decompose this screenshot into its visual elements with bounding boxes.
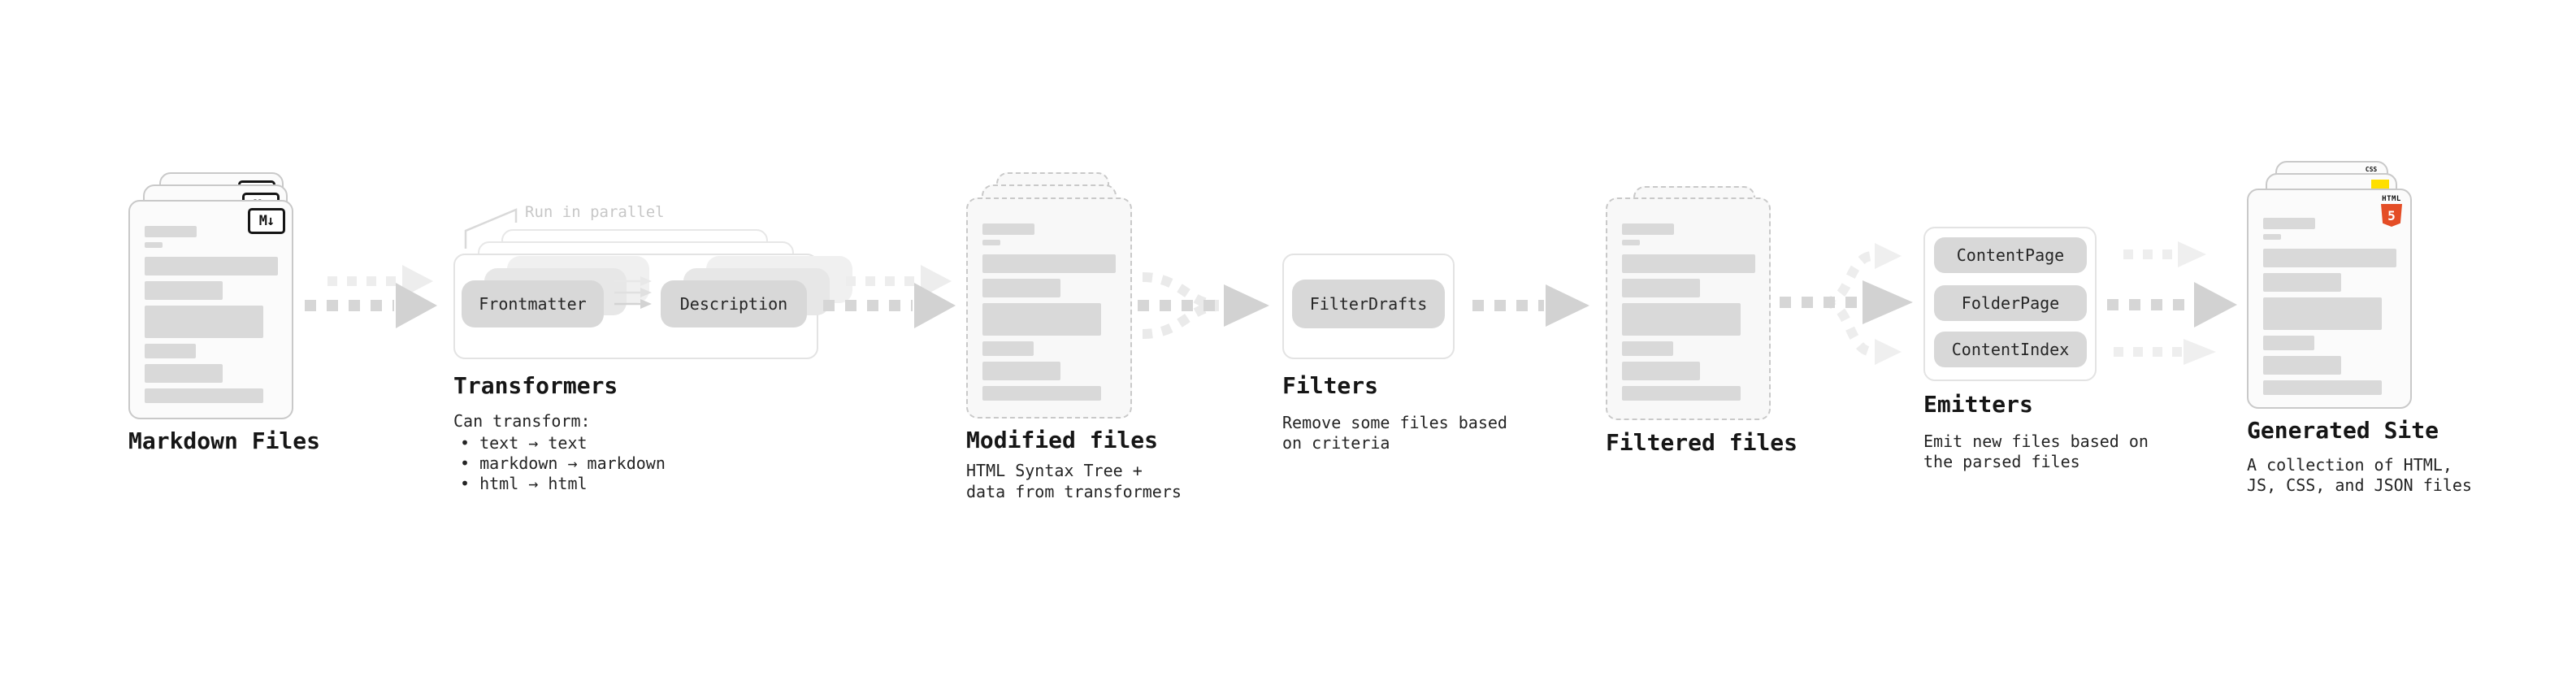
document-skeleton xyxy=(145,226,278,403)
skeleton-bar xyxy=(982,223,1034,235)
skeleton-bar xyxy=(2263,218,2315,229)
skeleton-bar xyxy=(145,306,263,338)
emitter-pill-contentpage: ContentPage xyxy=(1934,237,2087,273)
skeleton-bar xyxy=(982,254,1116,273)
desc-line: data from transformers xyxy=(966,482,1182,501)
desc-line: the parsed files xyxy=(1923,452,2080,471)
desc-line: JS, CSS, and JSON files xyxy=(2247,475,2472,495)
parallel-arrows-icon xyxy=(614,276,652,309)
modified-files-desc: HTML Syntax Tree + data from transformer… xyxy=(966,460,1182,502)
desc-line: Emit new files based on xyxy=(1923,432,2149,451)
skeleton-bar xyxy=(145,242,163,248)
note-leader-line xyxy=(464,208,518,249)
document-skeleton xyxy=(2263,218,2396,395)
skeleton-bar xyxy=(145,364,223,383)
run-in-parallel-note: Run in parallel xyxy=(525,203,665,221)
skeleton-bar xyxy=(145,344,196,358)
skeleton-bar xyxy=(1622,362,1700,380)
skeleton-bar xyxy=(1622,240,1640,245)
skeleton-bar xyxy=(982,362,1060,380)
desc-line: Remove some files based xyxy=(1282,413,1507,432)
modified-doc-front xyxy=(966,197,1132,419)
transformer-pill-frontmatter: Frontmatter xyxy=(462,280,604,327)
skeleton-bar xyxy=(2263,297,2382,330)
parallel-flow-arrows-icon xyxy=(2107,241,2237,365)
skeleton-bar xyxy=(2263,336,2314,350)
filter-pill-filterdrafts: FilterDrafts xyxy=(1292,280,1445,328)
site-doc-html: HTML 5 xyxy=(2247,189,2412,409)
flow-arrow-icon xyxy=(305,265,437,328)
filters-desc: Remove some files based on criteria xyxy=(1282,413,1507,453)
skeleton-bar xyxy=(1622,279,1700,297)
skeleton-bar xyxy=(145,226,197,237)
filtered-doc-front xyxy=(1606,197,1771,420)
html5-shield: 5 xyxy=(2381,204,2402,227)
skeleton-bar xyxy=(1622,254,1755,273)
js-badge-icon xyxy=(2371,180,2389,189)
flow-arrow-icon xyxy=(1472,284,1589,327)
transformers-desc-title: Can transform: xyxy=(453,411,591,431)
stage-label-markdown-files: Markdown Files xyxy=(128,427,321,454)
skeleton-bar xyxy=(2263,273,2341,292)
transformer-pill-description: Description xyxy=(661,280,807,327)
skeleton-bar xyxy=(2263,234,2281,240)
skeleton-bar xyxy=(982,279,1060,297)
html5-icon: HTML 5 xyxy=(2380,195,2403,227)
skeleton-bar xyxy=(982,240,1000,245)
desc-line: A collection of HTML, xyxy=(2247,455,2452,475)
stage-label-transformers: Transformers xyxy=(453,372,618,399)
skeleton-bar xyxy=(2263,249,2396,267)
skeleton-bar xyxy=(982,341,1034,356)
desc-line: on criteria xyxy=(1282,433,1390,453)
markdown-icon: M↓ xyxy=(248,208,285,234)
skeleton-bar xyxy=(1622,223,1674,235)
flow-arrow-icon xyxy=(823,265,956,328)
generated-site-desc: A collection of HTML, JS, CSS, and JSON … xyxy=(2247,455,2472,496)
emitters-desc: Emit new files based on the parsed files xyxy=(1923,432,2149,472)
desc-line: HTML Syntax Tree + xyxy=(966,461,1143,480)
stage-label-emitters: Emitters xyxy=(1923,391,2033,418)
html5-label: HTML xyxy=(2382,195,2401,203)
bullet-item: • text → text xyxy=(460,433,588,453)
diverging-arrows-icon xyxy=(1780,243,1913,365)
markdown-doc-front: M↓ xyxy=(128,200,293,419)
bullet-item: • markdown → markdown xyxy=(460,453,666,473)
skeleton-bar xyxy=(982,386,1101,401)
skeleton-bar xyxy=(1622,303,1741,336)
skeleton-bar xyxy=(1622,386,1741,401)
skeleton-bar xyxy=(1622,341,1673,356)
html5-number: 5 xyxy=(2387,207,2396,223)
skeleton-bar xyxy=(2263,356,2341,375)
document-skeleton xyxy=(1622,223,1755,401)
stage-label-filters: Filters xyxy=(1282,372,1379,399)
bullet-item: • html → html xyxy=(460,474,588,493)
stage-label-modified-files: Modified files xyxy=(966,427,1159,453)
stage-label-filtered-files: Filtered files xyxy=(1606,429,1798,456)
document-skeleton xyxy=(982,223,1116,401)
css-badge-label: CSS xyxy=(2365,166,2378,173)
skeleton-bar xyxy=(145,388,263,403)
skeleton-bar xyxy=(145,257,278,275)
stage-label-generated-site: Generated Site xyxy=(2247,417,2439,444)
skeleton-bar xyxy=(982,303,1101,336)
skeleton-bar xyxy=(2263,380,2382,395)
transformers-bullets: • text → text • markdown → markdown • ht… xyxy=(460,433,666,494)
skeleton-bar xyxy=(145,281,223,300)
converging-arrows-icon xyxy=(1138,272,1269,339)
emitter-pill-contentindex: ContentIndex xyxy=(1934,332,2087,367)
emitter-pill-folderpage: FolderPage xyxy=(1934,285,2087,321)
